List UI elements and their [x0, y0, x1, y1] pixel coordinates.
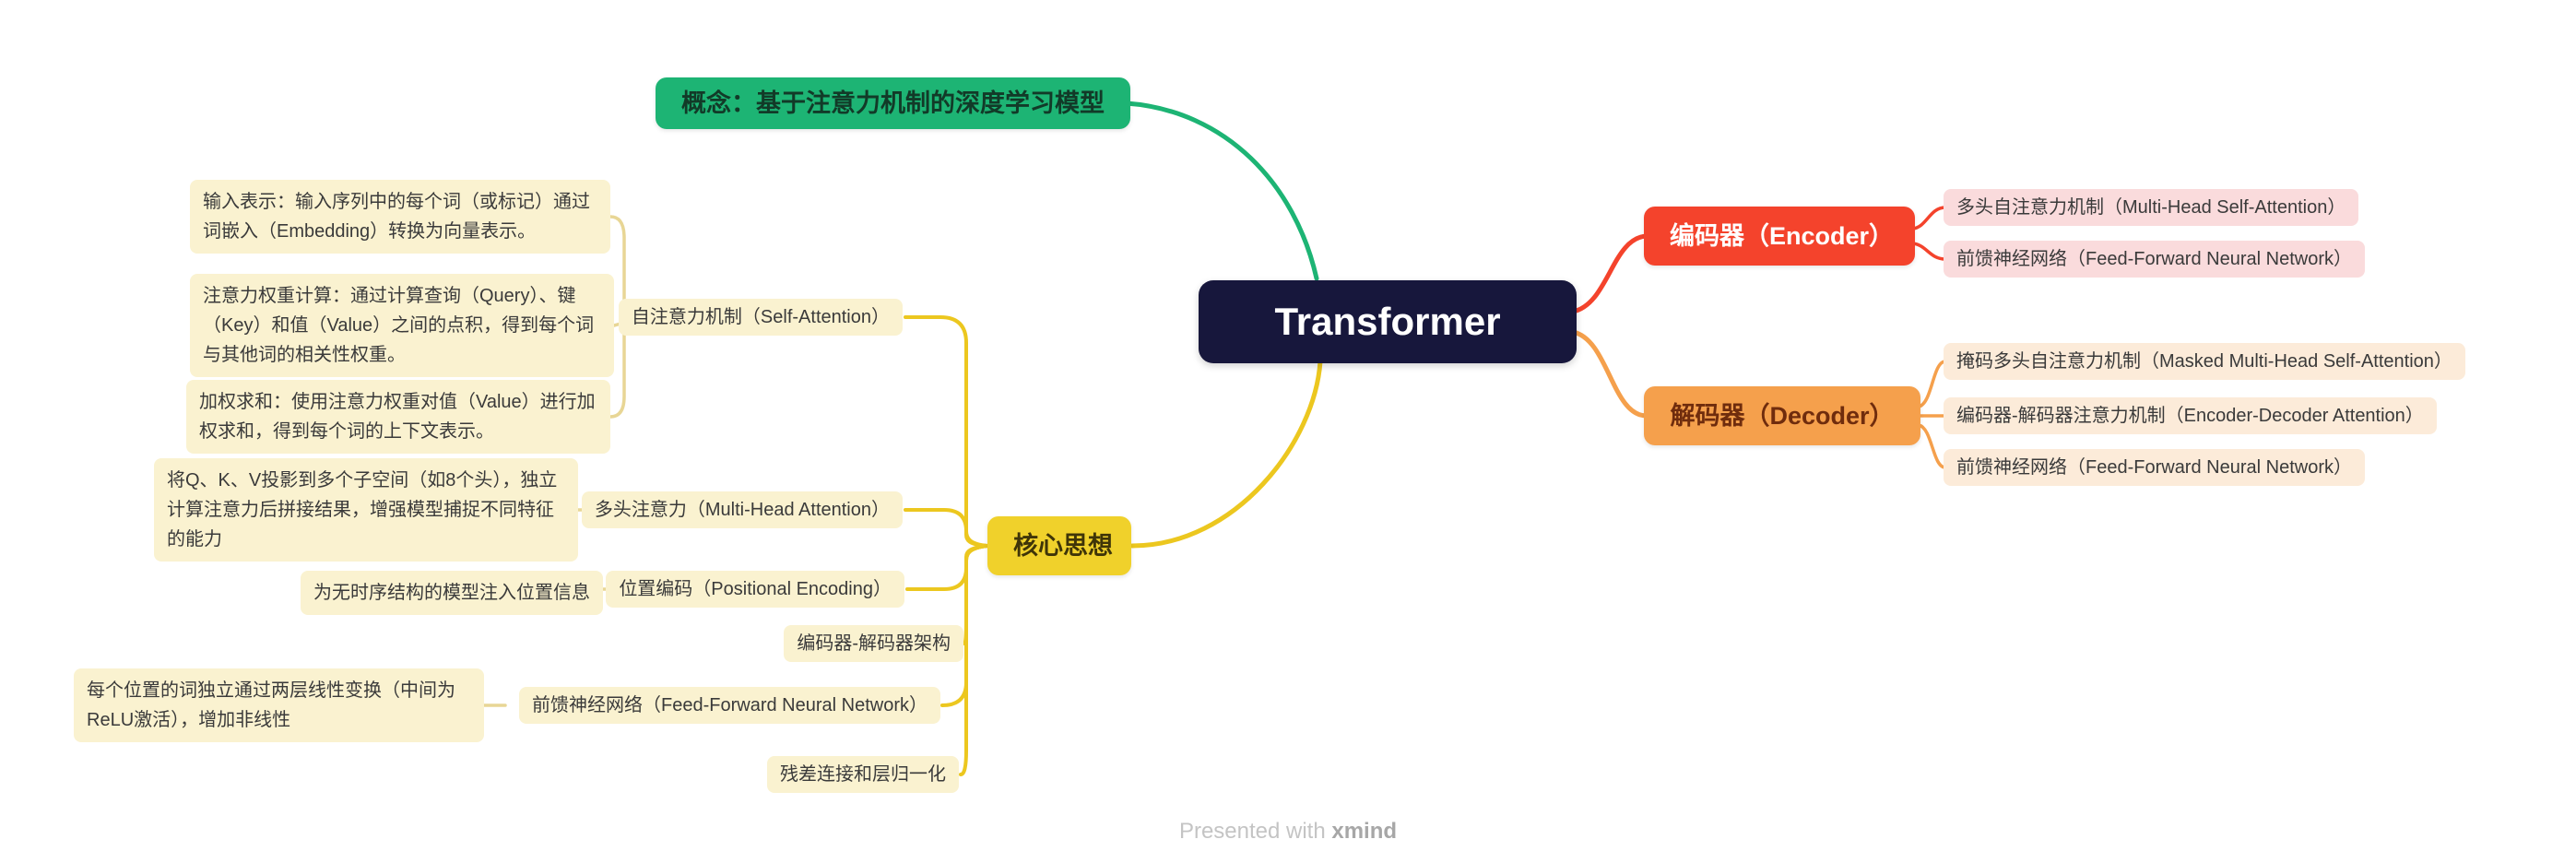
subtopic-encoder-self-attention[interactable]: 多头自注意力机制（Multi-Head Self-Attention）: [1944, 189, 2359, 226]
detail-input-representation[interactable]: 输入表示：输入序列中的每个词（或标记）通过词嵌入（Embedding）转换为向量…: [190, 180, 610, 254]
subtopic-feed-forward-network[interactable]: 前馈神经网络（Feed-Forward Neural Network）: [519, 687, 940, 724]
branch-line-core-child: [959, 544, 989, 776]
subtopic-encoder-ffn[interactable]: 前馈神经网络（Feed-Forward Neural Network）: [1944, 241, 2365, 278]
topic-encoder[interactable]: 编码器（Encoder）: [1644, 207, 1915, 266]
branch-line-decoder-child: [1917, 423, 1947, 469]
branch-line-core: [1129, 359, 1323, 549]
detail-ffn-relu[interactable]: 每个位置的词独立通过两层线性变换（中间为ReLU激活），增加非线性: [74, 668, 484, 742]
subtopic-decoder-ffn[interactable]: 前馈神经网络（Feed-Forward Neural Network）: [1944, 449, 2365, 486]
branch-line-encoder-child: [1911, 206, 1947, 231]
subtopic-encoder-decoder-architecture[interactable]: 编码器-解码器架构: [784, 625, 963, 662]
branch-line-core-child: [905, 544, 989, 591]
topic-concept[interactable]: 概念：基于注意力机制的深度学习模型: [656, 77, 1130, 129]
watermark-prefix: Presented with: [1178, 819, 1332, 844]
subtopic-residual-layernorm[interactable]: 残差连接和层归一化: [767, 756, 959, 793]
branch-line-encoder-child: [1911, 242, 1947, 261]
subtopic-self-attention[interactable]: 自注意力机制（Self-Attention）: [618, 299, 903, 336]
detail-weighted-sum[interactable]: 加权求和：使用注意力权重对值（Value）进行加权求和，得到每个词的上下文表示。: [186, 380, 610, 454]
subtopic-positional-encoding[interactable]: 位置编码（Positional Encoding）: [606, 571, 904, 608]
subtopic-multi-head-attention[interactable]: 多头注意力（Multi-Head Attention）: [581, 491, 903, 528]
watermark: Presented with xmind: [1179, 819, 1397, 845]
topic-root[interactable]: Transformer: [1199, 280, 1577, 363]
detail-multi-head-projection[interactable]: 将Q、K、V投影到多个子空间（如8个头），独立计算注意力后拼接结果，增强模型捕捉…: [154, 458, 578, 562]
branch-line-decoder-child: [1917, 360, 1947, 408]
branch-line-core-child: [904, 508, 989, 548]
detail-positional-info[interactable]: 为无时序结构的模型注入位置信息: [301, 571, 603, 615]
branch-line-concept: [1124, 100, 1319, 281]
watermark-brand: xmind: [1331, 819, 1398, 844]
branch-line-decoder: [1570, 329, 1649, 419]
subtopic-decoder-masked-attention[interactable]: 掩码多头自注意力机制（Masked Multi-Head Self-Attent…: [1944, 343, 2465, 380]
topic-decoder[interactable]: 解码器（Decoder）: [1644, 386, 1920, 445]
subtopic-decoder-enc-dec-attention[interactable]: 编码器-解码器注意力机制（Encoder-Decoder Attention）: [1944, 397, 2437, 434]
topic-root-label: Transformer: [1274, 300, 1501, 343]
topic-core-ideas[interactable]: 核心思想: [987, 516, 1131, 575]
branch-line-encoder: [1570, 233, 1649, 314]
detail-attention-weights[interactable]: 注意力权重计算：通过计算查询（Query）、键（Key）和值（Value）之间的…: [190, 274, 614, 377]
